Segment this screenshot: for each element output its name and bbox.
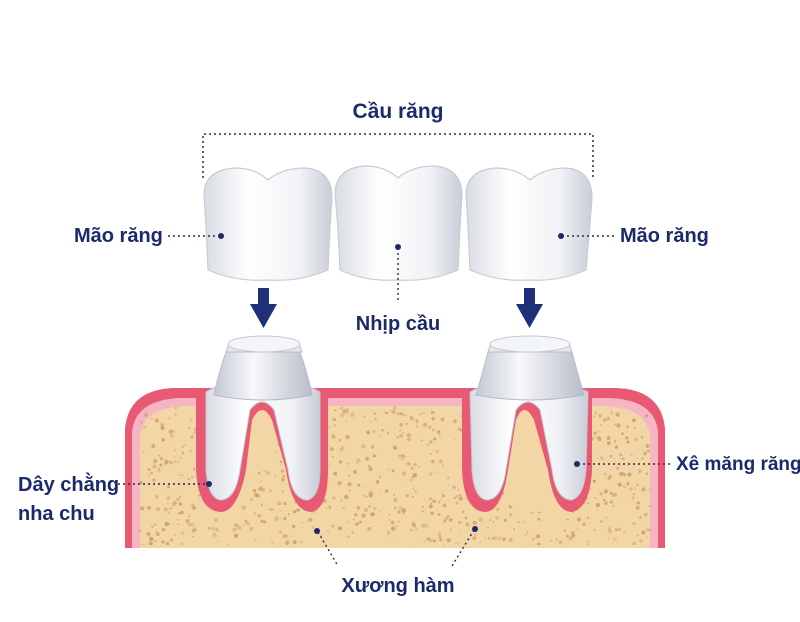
arrow-down-right-icon — [516, 288, 543, 328]
label-ligament-line1: Dây chằng — [18, 472, 119, 496]
leader-lines — [118, 235, 672, 567]
crown-pontic — [334, 165, 463, 281]
crown-right — [465, 167, 593, 281]
arrow-down-left-icon — [250, 288, 277, 328]
label-crown-right: Mão răng — [620, 225, 709, 247]
right-abutment-tooth — [469, 335, 589, 501]
label-ligament-line2: nha chu — [18, 503, 95, 525]
label-crown-left: Mão răng — [74, 225, 163, 247]
leader-dots — [206, 233, 580, 534]
bridge-bracket — [202, 133, 594, 178]
left-abutment-tooth — [205, 335, 321, 501]
label-abutment: Xê măng răng — [676, 454, 800, 475]
label-pontic: Nhịp cầu — [356, 313, 440, 335]
crown-left — [203, 167, 333, 281]
label-bridge: Cầu răng — [352, 100, 443, 123]
label-jawbone: Xương hàm — [341, 575, 454, 597]
